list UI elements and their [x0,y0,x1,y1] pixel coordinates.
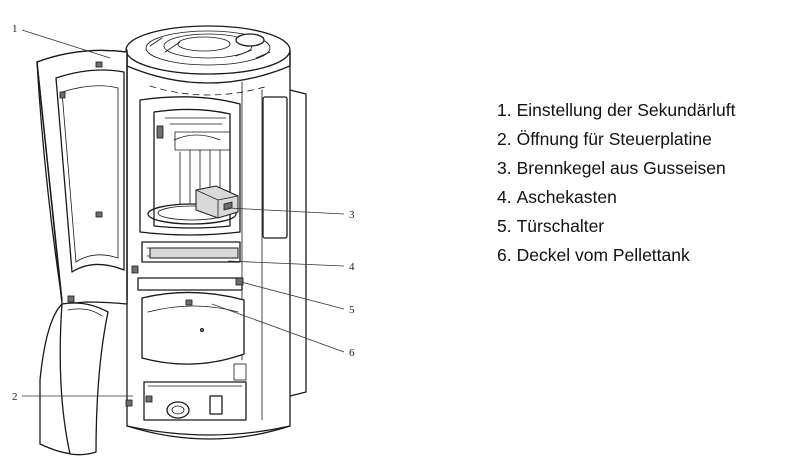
legend-number: 4 [497,187,507,207]
callout-1: 1 [12,23,18,35]
legend-text: Türschalter [516,216,605,236]
leader-line-6 [211,303,345,353]
legend-text: Deckel vom Pellettank [516,245,690,265]
ash-pan [141,241,241,263]
stove-door [36,49,139,456]
leader-line-4 [227,260,345,267]
legend-item: 6.Deckel vom Pellettank [497,245,690,265]
legend-item: 1.Einstellung der Sekundärluft [497,100,736,120]
stove-top [125,25,291,96]
leader-lines [21,29,345,397]
leader-line-5 [240,281,345,310]
legend-number: 6 [497,245,507,265]
pellet-tank [137,277,247,421]
legend-text: Einstellung der Sekundärluft [516,100,736,120]
legend-text: Brennkegel aus Gusseisen [516,158,726,178]
legend-number: 3 [497,158,507,178]
leader-line-1 [21,29,111,59]
stove-body [126,51,307,440]
callout-4: 4 [349,261,355,273]
callout-5: 5 [349,304,355,316]
legend-number: 5 [497,216,507,236]
callout-2: 2 [12,391,18,403]
leader-line-3 [227,207,345,215]
combustion-chamber [139,96,241,236]
legend-text: Öffnung für Steuerplatine [516,129,712,149]
legend-item: 4.Aschekasten [497,187,617,207]
callout-numbers: 1 2 3 4 5 6 [12,23,355,403]
legend-text: Aschekasten [516,187,617,207]
legend-item: 5.Türschalter [497,216,605,236]
legend-number: 2 [497,129,507,149]
callout-6: 6 [349,347,355,359]
callout-3: 3 [349,209,355,221]
legend-item: 2.Öffnung für Steuerplatine [497,129,712,149]
legend-item: 3.Brennkegel aus Gusseisen [497,158,726,178]
legend-number: 1 [497,100,507,120]
parts-legend: 1.Einstellung der Sekundärluft 2.Öffnung… [497,96,736,270]
